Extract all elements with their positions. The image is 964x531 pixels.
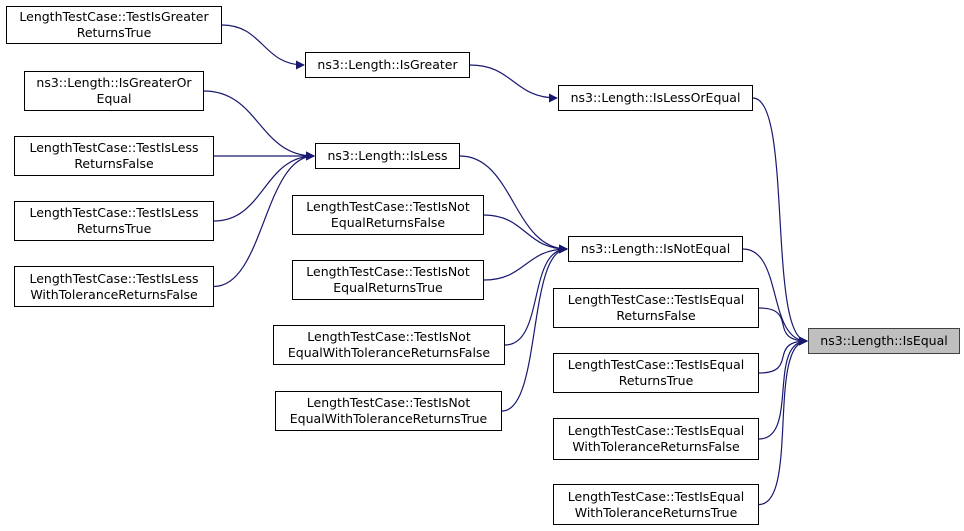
node-isgreater[interactable]: ns3::Length::IsGreater: [305, 52, 470, 78]
node-label-line: ReturnsFalse: [616, 308, 696, 323]
edge-islessorequal-to-isequal: [752, 97, 808, 346]
node-testisless-returnsfalse[interactable]: LengthTestCase::TestIsLess ReturnsFalse: [14, 136, 214, 176]
node-label-line: ns3::Length::IsLess: [327, 148, 448, 163]
node-label-line: ns3::Length::IsLessOrEqual: [570, 90, 741, 105]
node-testisnotequal-withtolerance-returnstrue[interactable]: LengthTestCase::TestIsNot EqualWithToler…: [275, 391, 502, 431]
node-testisequal-returnsfalse[interactable]: LengthTestCase::TestIsEqual ReturnsFalse: [553, 288, 759, 328]
edge-testisequal_true-to-isequal: [758, 336, 808, 374]
edge-testisless_tol_false-to-isless: [213, 151, 315, 288]
node-testisless-withtolerance-returnsfalse[interactable]: LengthTestCase::TestIsLess WithTolerance…: [14, 266, 214, 307]
node-label-line: ReturnsTrue: [76, 221, 152, 236]
node-testisnotequal-returnsfalse[interactable]: LengthTestCase::TestIsNot EqualReturnsFa…: [292, 195, 484, 235]
node-label-line: EqualWithToleranceReturnsTrue: [289, 411, 488, 426]
edge-testisnotequal_true-to-isnotequal: [483, 244, 568, 281]
node-label-line: ns3::Length::IsEqual: [820, 333, 948, 348]
node-testisnotequal-returnstrue[interactable]: LengthTestCase::TestIsNot EqualReturnsTr…: [292, 260, 484, 300]
node-label-line: Equal: [96, 91, 132, 106]
edge-testisnotequal_false-to-isnotequal: [483, 214, 568, 254]
node-testisless-returnstrue[interactable]: LengthTestCase::TestIsLess ReturnsTrue: [14, 201, 214, 241]
node-testisgreater-returnstrue[interactable]: LengthTestCase::TestIsGreater ReturnsTru…: [6, 6, 222, 44]
edge-testisnotequal_tol_false-to-isnotequal: [504, 244, 568, 346]
node-label-line: LengthTestCase::TestIsEqual: [567, 292, 745, 307]
node-label-line: LengthTestCase::TestIsEqual: [567, 357, 745, 372]
node-label-line: LengthTestCase::TestIsGreater: [19, 9, 209, 24]
node-label-line: ReturnsTrue: [76, 25, 152, 40]
edge-isgreaterorequal-to-isless: [203, 90, 315, 161]
node-label-line: WithToleranceReturnsTrue: [574, 504, 738, 520]
node-testisequal-returnstrue[interactable]: LengthTestCase::TestIsEqual ReturnsTrue: [553, 353, 759, 393]
node-isnotequal[interactable]: ns3::Length::IsNotEqual: [568, 236, 743, 262]
node-testisequal-withtolerance-returnsfalse[interactable]: LengthTestCase::TestIsEqual WithToleranc…: [553, 418, 759, 460]
node-label-line: LengthTestCase::TestIsLess: [29, 140, 199, 155]
node-label-line: ns3::Length::IsGreater: [317, 57, 458, 72]
node-isequal-focus: ns3::Length::IsEqual: [808, 328, 960, 354]
edge-testisless_true-to-isless: [213, 151, 315, 222]
node-testisnotequal-withtolerance-returnsfalse[interactable]: LengthTestCase::TestIsNot EqualWithToler…: [273, 325, 505, 365]
edge-testisnotequal_tol_true-to-isnotequal: [501, 244, 568, 412]
node-label-line: LengthTestCase::TestIsEqual: [567, 488, 745, 504]
node-label-line: EqualWithToleranceReturnsFalse: [287, 345, 491, 360]
edge-testisequal_false-to-isequal: [758, 307, 808, 346]
edge-testisgreater_true-to-isgreater: [221, 24, 305, 70]
node-label-line: EqualReturnsTrue: [333, 280, 443, 295]
node-isgreaterorequal[interactable]: ns3::Length::IsGreaterOr Equal: [24, 71, 204, 111]
node-label-line: LengthTestCase::TestIsNot: [306, 395, 471, 410]
node-label-line: LengthTestCase::TestIsNot: [306, 199, 470, 214]
node-label-line: LengthTestCase::TestIsNot: [306, 264, 470, 279]
edge-testisequal_tol_false-to-isequal: [758, 336, 808, 440]
node-label-line: ns3::Length::IsNotEqual: [580, 241, 731, 256]
node-label-line: LengthTestCase::TestIsNot: [307, 329, 471, 344]
node-label-line: EqualReturnsFalse: [330, 215, 446, 230]
node-label-line: WithToleranceReturnsFalse: [30, 286, 198, 302]
edge-testisequal_tol_true-to-isequal: [758, 336, 808, 506]
edge-isgreater-to-islessorequal: [469, 64, 558, 103]
node-label-line: WithToleranceReturnsFalse: [572, 439, 740, 454]
edge-isnotequal-to-isequal: [742, 248, 808, 346]
node-islessorequal[interactable]: ns3::Length::IsLessOrEqual: [558, 85, 753, 111]
node-label-line: LengthTestCase::TestIsLess: [29, 270, 199, 286]
node-label-line: ns3::Length::IsGreaterOr: [36, 75, 192, 90]
node-label-line: LengthTestCase::TestIsLess: [29, 205, 199, 220]
node-label-line: ReturnsFalse: [74, 156, 154, 171]
node-isless[interactable]: ns3::Length::IsLess: [315, 143, 460, 169]
edge-isless-to-isnotequal: [459, 155, 568, 254]
node-label-line: LengthTestCase::TestIsEqual: [567, 423, 745, 438]
node-testisequal-withtolerance-returnstrue[interactable]: LengthTestCase::TestIsEqual WithToleranc…: [553, 484, 759, 525]
node-label-line: ReturnsTrue: [618, 373, 694, 388]
